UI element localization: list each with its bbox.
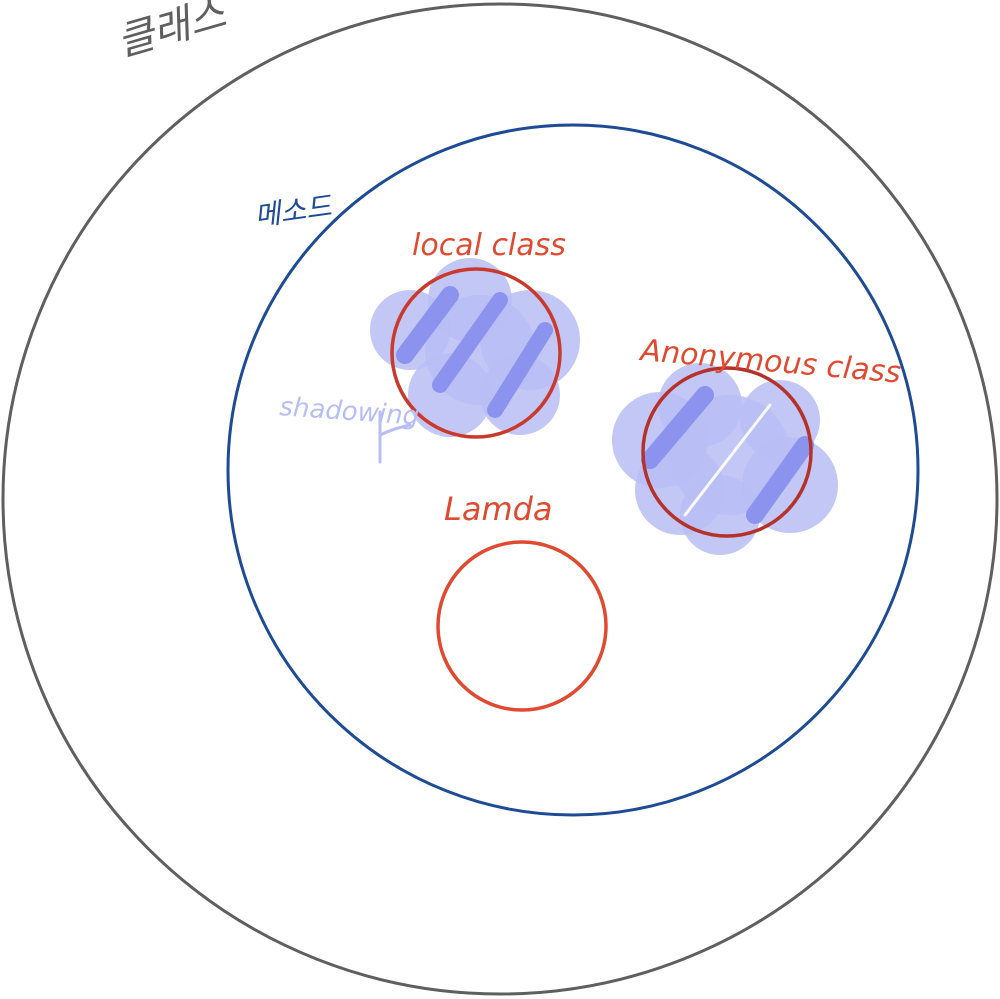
class-scope-label: 클래스	[112, 0, 231, 66]
local-class-label: local class	[412, 228, 566, 263]
anonymous-class-shadowing	[612, 363, 838, 555]
shadowing-pointer	[378, 410, 412, 464]
method-scope-circle	[226, 123, 920, 817]
anonymous-class-circle	[641, 366, 813, 538]
local-class-circle	[390, 267, 562, 439]
lambda-circle	[436, 540, 608, 712]
local-class-shadowing	[370, 258, 580, 437]
lambda-label: Lamda	[444, 490, 553, 528]
method-scope-label: 메소드	[252, 189, 334, 233]
shadowing-label: shadowing	[279, 392, 421, 432]
